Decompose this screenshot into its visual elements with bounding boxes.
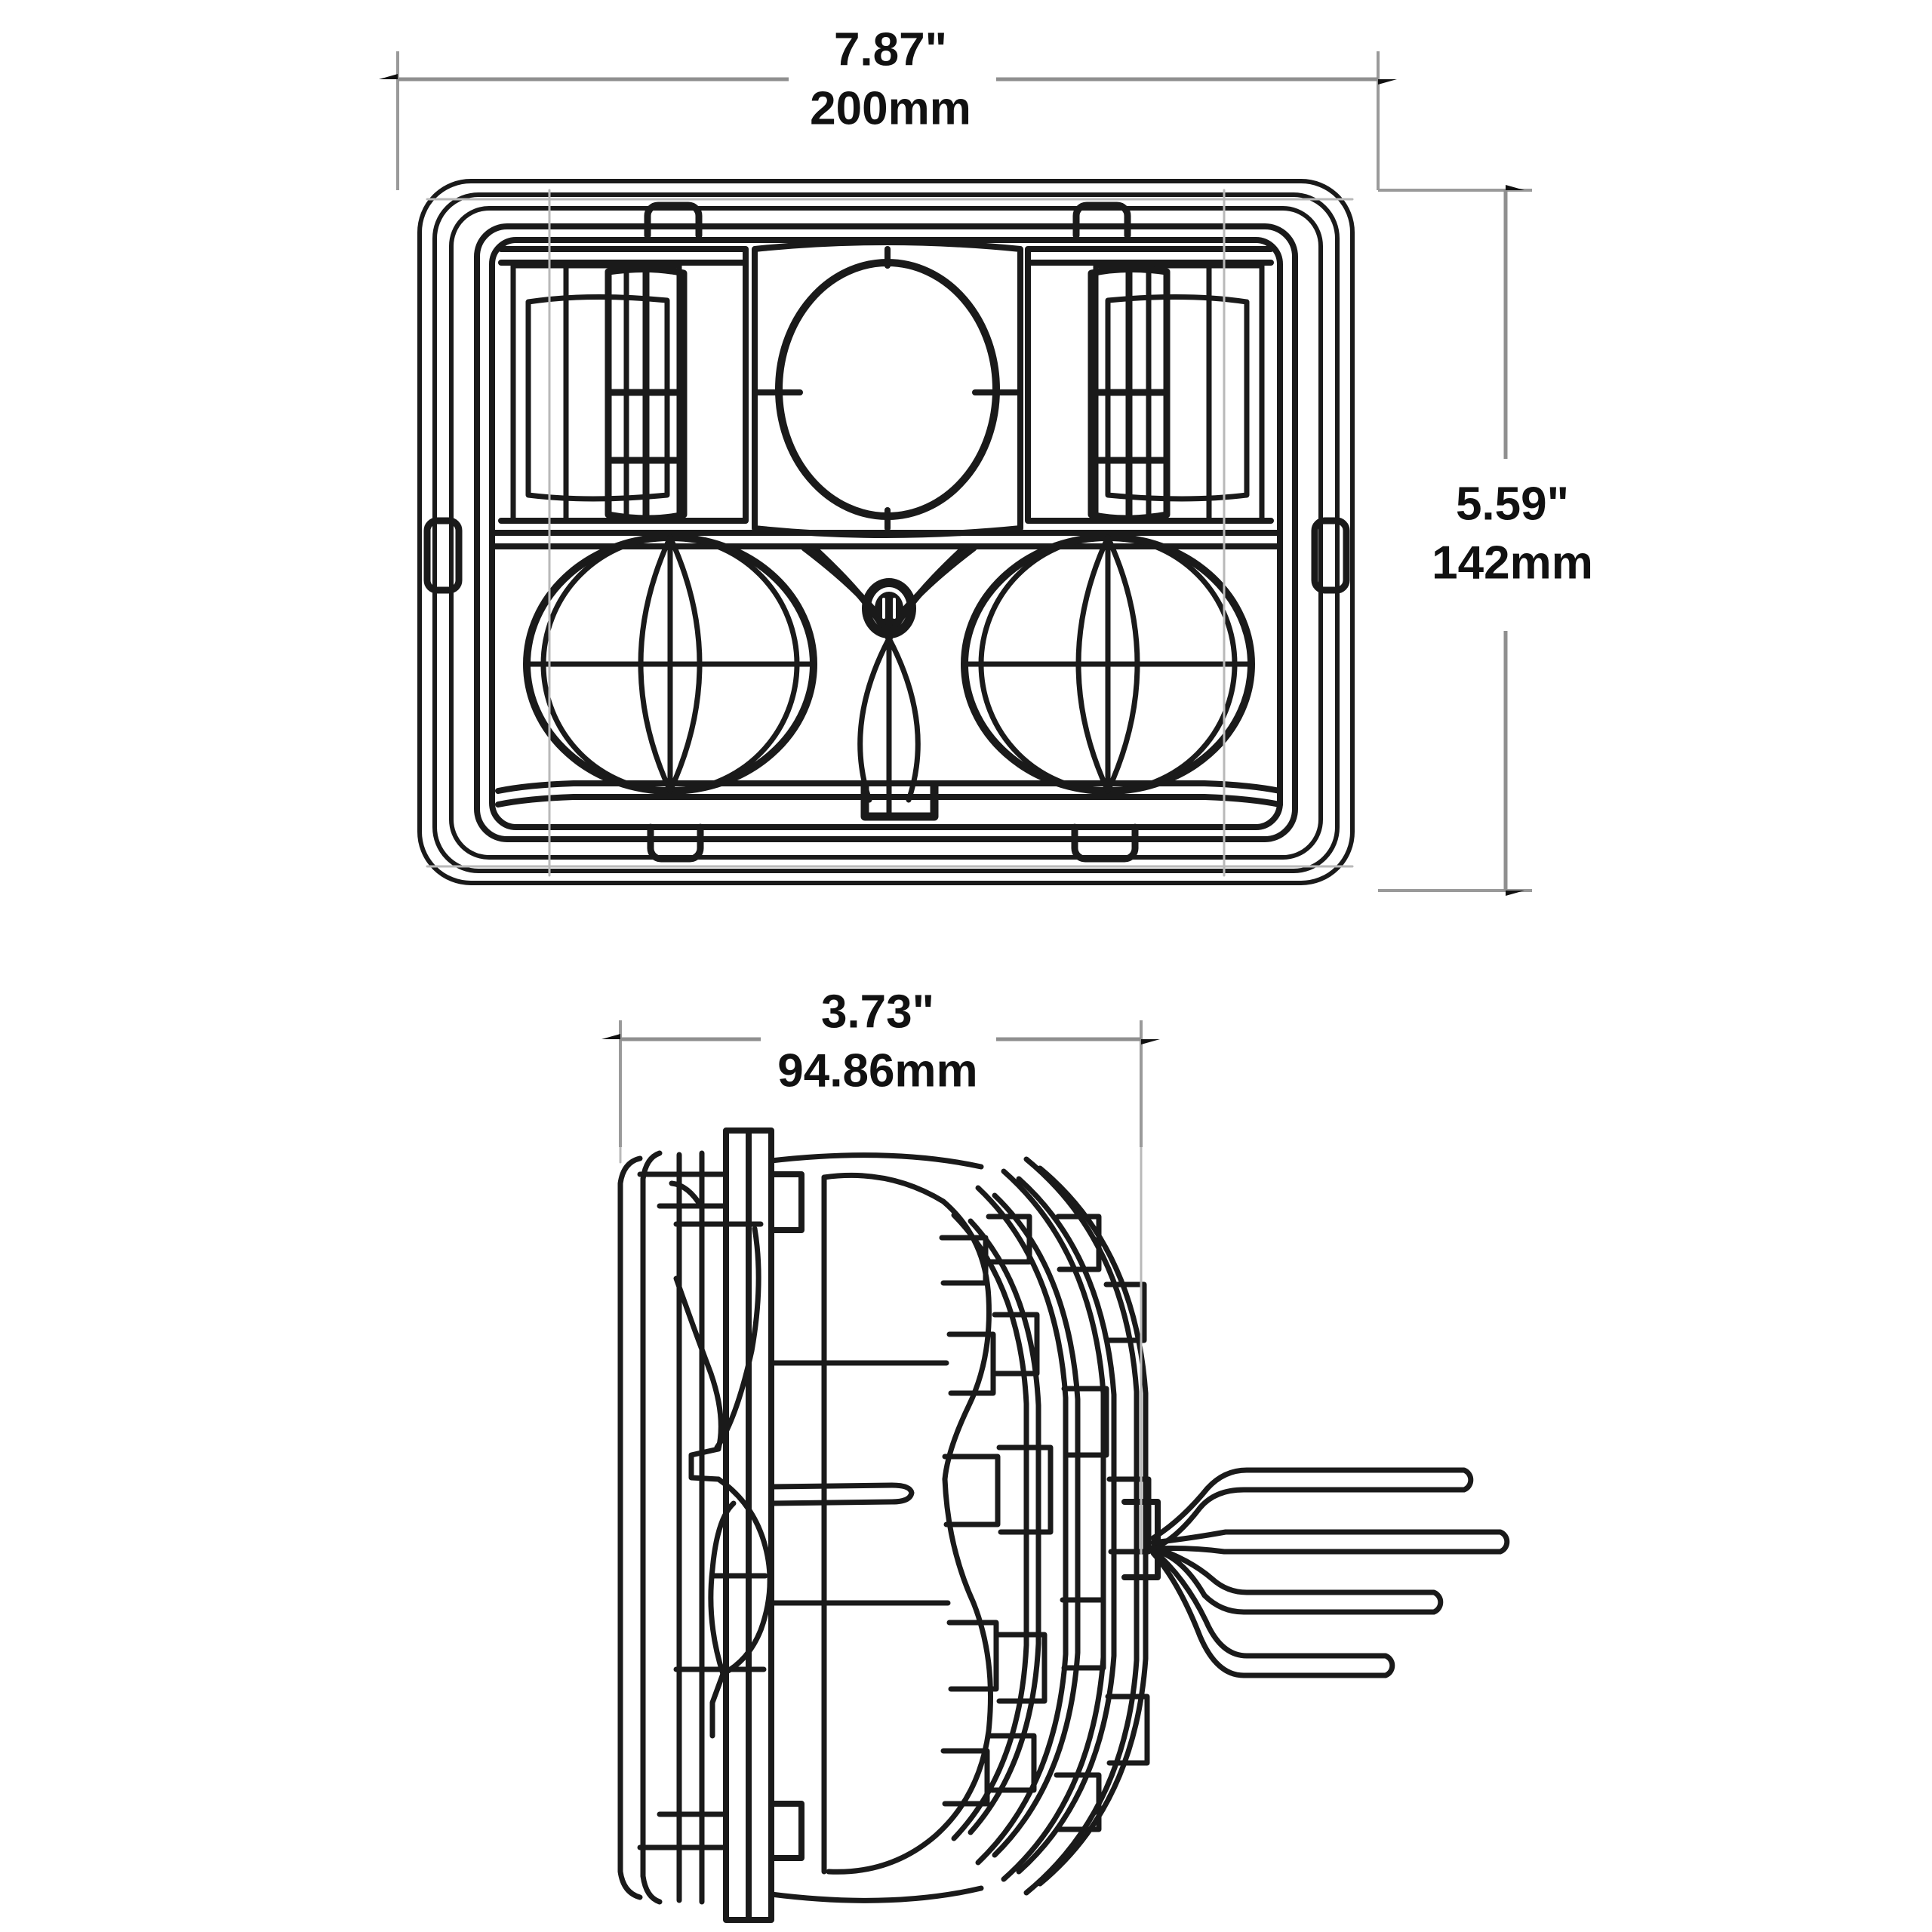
- wire-lead-4: [1150, 1547, 1395, 1678]
- front-view: [417, 179, 1355, 885]
- flange-top-bracket: [637, 1171, 729, 1211]
- upper-led-lens-left: [605, 265, 688, 522]
- mounting-tab-side-left: [423, 517, 463, 594]
- mounting-tab-bottom-center: [860, 780, 939, 821]
- dim-width-inch: 7.87": [834, 23, 947, 75]
- center-round-lens: [775, 259, 1000, 520]
- mounting-tab-bottom-right: [1071, 823, 1139, 863]
- lower-projector-right: [961, 534, 1255, 795]
- dim-height-mm: 142mm: [1432, 537, 1593, 589]
- reflector-housing: [768, 1152, 993, 1903]
- dimension-width: 7.87" 200mm: [379, 23, 1397, 190]
- wire-lead-3: [1150, 1544, 1444, 1615]
- lower-projector-left: [523, 534, 817, 795]
- heat-sink-notches: [939, 1214, 1152, 1832]
- aim-adjuster-screw: [862, 578, 916, 638]
- dim-height-inch: 5.59": [1456, 478, 1569, 530]
- lens-face: [617, 1150, 705, 1905]
- mounting-flange: [723, 1128, 804, 1923]
- dim-depth-inch: 3.73": [821, 986, 934, 1038]
- construction-lines: [426, 189, 1354, 877]
- flange-bottom-bracket: [637, 1811, 729, 1850]
- wire-harness: [1150, 1467, 1510, 1678]
- mounting-tab-bottom-left: [647, 823, 704, 863]
- lower-shelf-trim: [495, 780, 1283, 808]
- upper-reflector-shelf-left: [498, 246, 749, 524]
- dim-width-mm: 200mm: [810, 82, 971, 134]
- wire-lead-2: [1150, 1529, 1510, 1555]
- dim-depth-mm: 94.86mm: [777, 1044, 977, 1097]
- upper-reflector-shelf-right: [1025, 246, 1274, 524]
- heat-sink-fins: [951, 1156, 1149, 1896]
- bezel-outer-frame: [417, 179, 1355, 885]
- dimension-height: 5.59" 142mm: [1378, 185, 1593, 896]
- upper-led-lens-right: [1088, 265, 1171, 522]
- dimension-depth: 3.73" 94.86mm: [601, 986, 1160, 1147]
- side-view: [617, 1040, 1510, 1923]
- wire-lead-1: [1150, 1467, 1474, 1552]
- mounting-tab-top-right: [1072, 202, 1131, 239]
- mounting-tab-top-left: [644, 202, 703, 239]
- mounting-tab-side-right: [1311, 517, 1350, 594]
